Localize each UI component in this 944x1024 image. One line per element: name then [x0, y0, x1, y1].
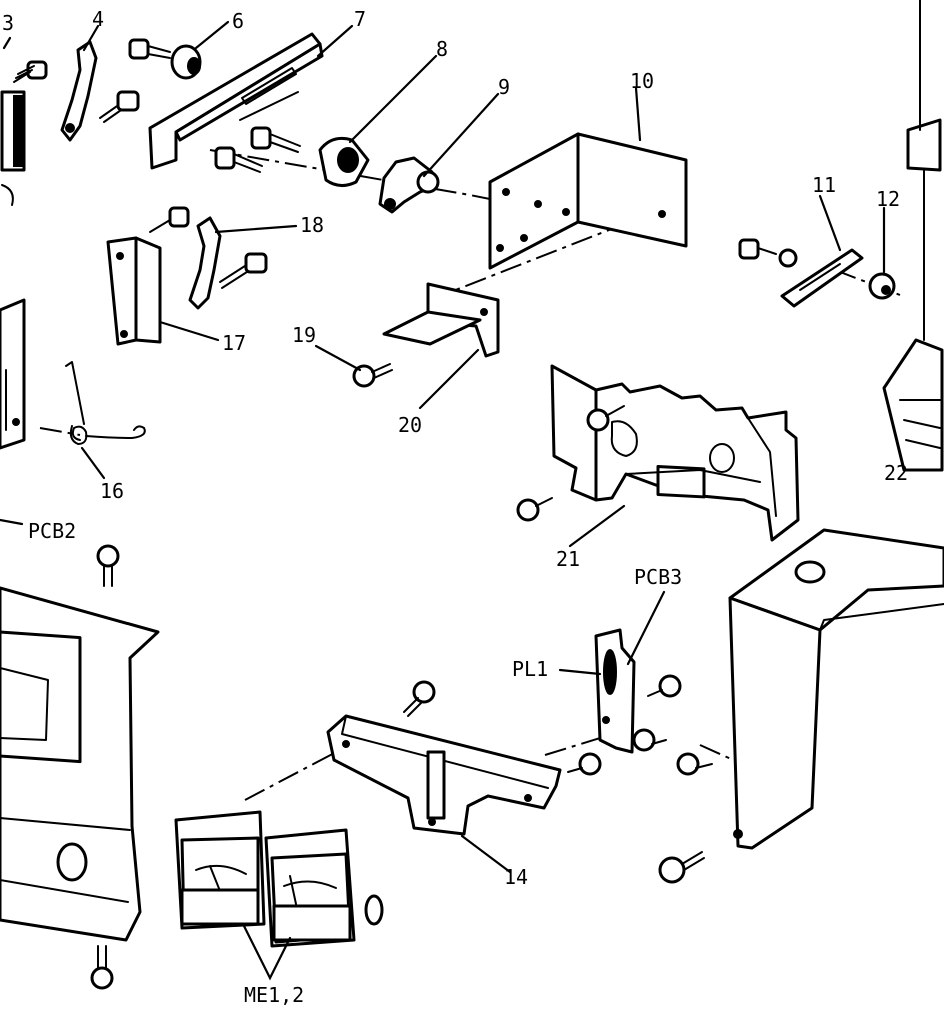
screw-and-washer-part-11 [738, 238, 798, 268]
pcb3-board [594, 628, 636, 754]
label-22: 22 [884, 461, 908, 485]
screw-part-21-upper [586, 405, 625, 432]
label-pl1: PL1 [512, 657, 548, 681]
screw-part-17 [149, 206, 190, 233]
meter-me2 [264, 828, 384, 948]
label-3: 3 [2, 11, 14, 35]
screw-part-14-right [567, 752, 602, 776]
label-pcb2: PCB2 [28, 519, 76, 543]
screw-top-left [13, 60, 48, 83]
label-16: 16 [100, 479, 124, 503]
label-4: 4 [92, 7, 104, 31]
part-20-bracket [382, 282, 500, 358]
screw-part-21-lower [516, 497, 553, 522]
part-8-cam [318, 136, 370, 187]
label-11: 11 [812, 173, 836, 197]
part-6-screw-and-collar [128, 38, 202, 80]
label-19: 19 [292, 323, 316, 347]
screw-pcb3-mid [632, 728, 667, 752]
screw-part-4 [99, 90, 140, 123]
screw-part-8-upper [250, 126, 301, 153]
label-21: 21 [556, 547, 580, 571]
label-pcb3: PCB3 [634, 565, 682, 589]
screw-chassis-bottom [658, 851, 705, 884]
label-14: 14 [504, 865, 528, 889]
screw-pcb2-bottom [90, 945, 114, 990]
part-4-lever [60, 40, 98, 142]
part-7-slide-plate [148, 32, 324, 170]
meter-me1 [174, 810, 266, 930]
pcb2-front-panel [0, 586, 160, 942]
part-19-screw [352, 363, 393, 388]
screw-pcb2-top [96, 544, 120, 587]
part-3-bracket-fragment [0, 90, 26, 206]
label-17: 17 [222, 331, 246, 355]
screw-part-8-lower [214, 146, 263, 173]
part-22-fragment [882, 0, 944, 472]
left-frame-fragment [0, 298, 26, 450]
leader-lines [0, 20, 886, 981]
label-9: 9 [498, 75, 510, 99]
part-14-bracket [326, 714, 562, 836]
part-12-collar [868, 272, 896, 300]
screw-part-18 [219, 252, 268, 289]
part-16-spring [65, 361, 146, 445]
screw-pcb3-right [676, 752, 713, 776]
part-21-cassette-holder [550, 364, 800, 542]
label-7: 7 [354, 7, 366, 31]
screw-pcb3-upper [647, 674, 682, 698]
part-labels: 3 4 6 7 8 9 10 11 12 14 16 17 18 19 20 2… [2, 7, 908, 1007]
label-10: 10 [630, 69, 654, 93]
label-6: 6 [232, 9, 244, 33]
label-me12: ME1,2 [244, 983, 304, 1007]
part-10-angle-bracket [488, 132, 688, 270]
label-20: 20 [398, 413, 422, 437]
right-chassis [728, 528, 944, 850]
part-17-bracket [106, 236, 162, 346]
part-9-roller [378, 156, 440, 214]
part-11-slide-link [780, 248, 864, 308]
label-18: 18 [300, 213, 324, 237]
label-8: 8 [436, 37, 448, 61]
screw-part-14-top [403, 680, 436, 717]
part-18-lever [188, 216, 222, 310]
label-12: 12 [876, 187, 900, 211]
